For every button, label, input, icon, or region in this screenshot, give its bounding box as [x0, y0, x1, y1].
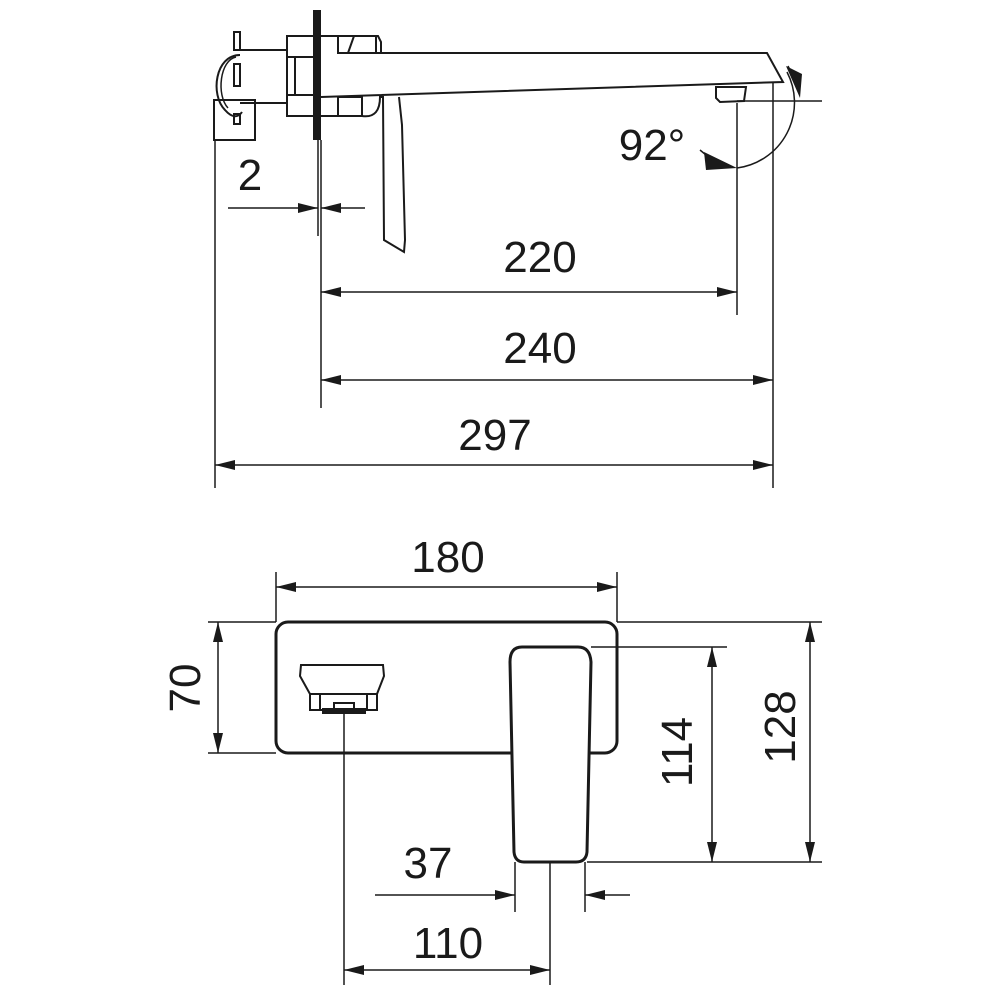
spout — [320, 52, 785, 98]
faucet-side-profile — [213, 10, 785, 254]
side-view: 2 220 240 297 92° — [213, 10, 822, 488]
lever-handle — [361, 96, 407, 254]
dim-label-aerator-to-handle: 110 — [413, 919, 483, 968]
dim-label-plate-width: 180 — [411, 533, 484, 582]
front-view: 180 70 114 128 37 110 — [161, 533, 822, 985]
dim-label-handle-width: 37 — [404, 839, 453, 888]
wall-flange — [313, 10, 321, 140]
angle-arc — [736, 71, 796, 169]
mount-bracket-curve — [215, 54, 243, 118]
dim-label-overall-depth: 297 — [458, 411, 531, 460]
dim-label-spout-to-aerator: 220 — [503, 233, 576, 282]
dim-label-handle-height: 114 — [653, 717, 702, 787]
dim-label-spout-angle: 92° — [619, 121, 686, 170]
wall-plate — [274, 620, 619, 755]
mount-box — [213, 99, 256, 141]
dim-label-wall-gap: 2 — [238, 151, 262, 200]
dim-label-plate-height: 70 — [161, 664, 210, 713]
lever-handle-front — [508, 645, 593, 864]
dim-label-spout-length: 240 — [503, 324, 576, 373]
dim-label-overall-height: 128 — [756, 690, 805, 763]
nut-block — [286, 35, 318, 117]
aerator-outlet — [298, 664, 386, 714]
aerator — [715, 86, 748, 104]
